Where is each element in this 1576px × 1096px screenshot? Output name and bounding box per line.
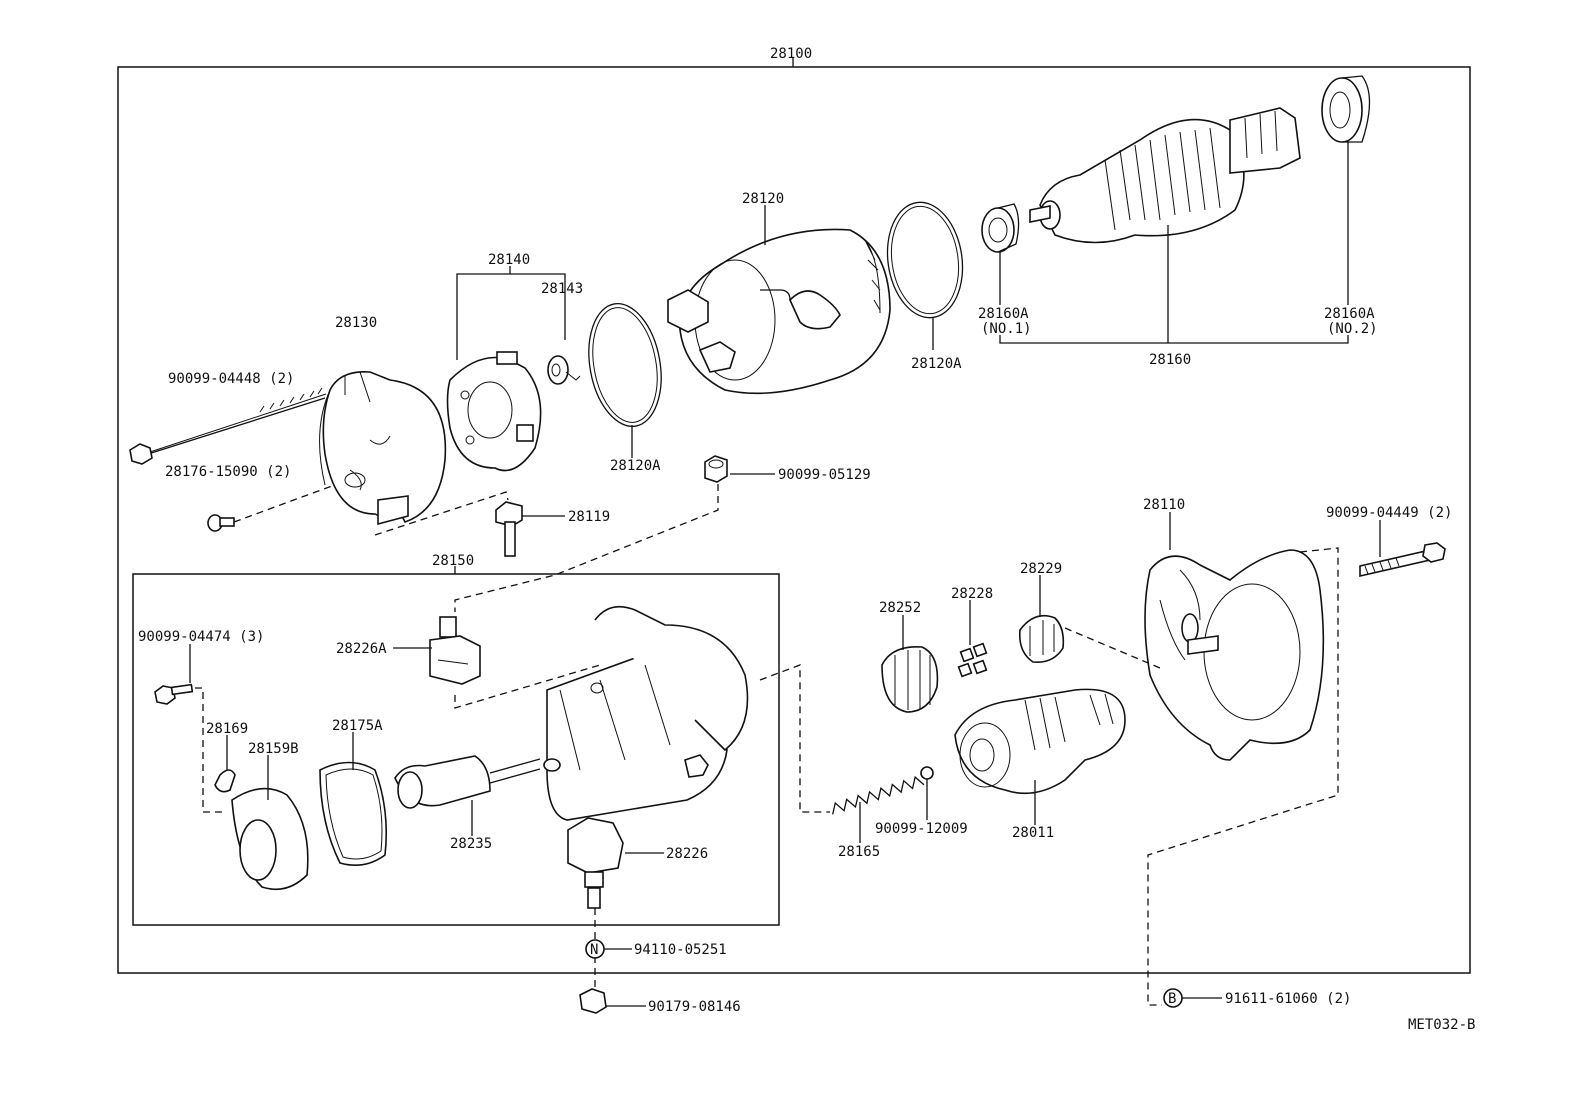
- label-28169: 28169: [206, 721, 248, 737]
- label-28165: 28165: [838, 844, 880, 860]
- label-28160A-no2-sub: (NO.2): [1327, 321, 1378, 337]
- armature-28160-part[interactable]: [1029, 107, 1301, 244]
- dash-bolt-04474: [195, 687, 222, 813]
- label-28160A-no1: 28160A: [978, 306, 1029, 322]
- ball-90099-12009-part[interactable]: [920, 766, 934, 780]
- gasket-28175A-part[interactable]: [319, 761, 387, 866]
- label-90099-04449: 90099-04449 (2): [1326, 505, 1452, 521]
- label-28160: 28160: [1149, 352, 1191, 368]
- label-28228: 28228: [951, 586, 993, 602]
- label-28119: 28119: [568, 509, 610, 525]
- svg-text:N: N: [590, 942, 598, 958]
- solenoid-body-part[interactable]: [543, 605, 749, 821]
- bolt-90099-04449-part[interactable]: [1359, 542, 1446, 578]
- dash-terminal-to-solenoid: [454, 664, 601, 709]
- label-90179-08146: 90179-08146: [648, 999, 741, 1015]
- dash-28229-to-housing: [1064, 627, 1161, 669]
- label-28120A-right: 28120A: [911, 356, 962, 372]
- o-ring-28120A-left-part[interactable]: [580, 298, 670, 432]
- label-28130: 28130: [335, 315, 377, 331]
- label-28011: 28011: [1012, 825, 1054, 841]
- label-28143: 28143: [541, 281, 583, 297]
- bolt-90099-04474-part[interactable]: [154, 683, 194, 705]
- nut-90099-05129-part[interactable]: [704, 455, 728, 483]
- through-bolt-part[interactable]: [129, 387, 327, 465]
- bracket-28160: [999, 335, 1349, 344]
- label-28226: 28226: [666, 846, 708, 862]
- dash-shaft-line: [759, 664, 830, 813]
- label-28110: 28110: [1143, 497, 1185, 513]
- cover-28159B-part[interactable]: [231, 787, 309, 891]
- part-28252[interactable]: [881, 646, 939, 713]
- dash-housing: [1147, 547, 1339, 1006]
- brush-holder-28140-part[interactable]: [446, 351, 542, 472]
- subassembly-frame-28150: [132, 573, 780, 926]
- label-94110-05251: 94110-05251: [634, 942, 727, 958]
- bearing-28160A-no1-part[interactable]: [981, 203, 1020, 253]
- bracket-28140: [456, 273, 566, 360]
- leader-frame-28130-dash: [374, 491, 509, 536]
- spring-28165-part[interactable]: [830, 775, 925, 815]
- part-28228[interactable]: [957, 642, 988, 678]
- svg-text:B: B: [1168, 991, 1176, 1007]
- label-28159B: 28159B: [248, 741, 299, 757]
- label-28160A-no1-sub: (NO.1): [981, 321, 1032, 337]
- assembly-frame-28100: [117, 66, 1471, 974]
- dash-nut-to-terminal: [454, 484, 719, 612]
- label-28120A-left: 28120A: [610, 458, 661, 474]
- label-90099-04474: 90099-04474 (3): [138, 629, 264, 645]
- bearing-28143-part[interactable]: [547, 355, 581, 385]
- o-ring-28120A-right-part[interactable]: [880, 197, 969, 322]
- label-28226A: 28226A: [336, 641, 387, 657]
- label-28140: 28140: [488, 252, 530, 268]
- label-28120: 28120: [742, 191, 784, 207]
- label-28235: 28235: [450, 836, 492, 852]
- label-28252: 28252: [879, 600, 921, 616]
- label-28229: 28229: [1020, 561, 1062, 577]
- bearing-28160A-no2-part[interactable]: [1321, 75, 1371, 143]
- clip-28169-part[interactable]: [214, 769, 236, 793]
- label-91611-61060: 91611-61060 (2): [1225, 991, 1351, 1007]
- bolt-marker-91611[interactable]: B: [1163, 988, 1183, 1008]
- label-28175A: 28175A: [332, 718, 383, 734]
- label-assembly-28100: 28100: [770, 46, 812, 62]
- drive-housing-28110-part[interactable]: [1144, 549, 1325, 761]
- terminal-28226-part[interactable]: [567, 817, 624, 909]
- starter-clutch-28011-part[interactable]: [954, 688, 1126, 795]
- label-28176-15090: 28176-15090 (2): [165, 464, 291, 480]
- label-subassembly-28150: 28150: [432, 553, 474, 569]
- plunger-28235-part[interactable]: [394, 755, 541, 809]
- nut-marker-94110[interactable]: N: [585, 939, 605, 959]
- drawing-code: MET032-B: [1408, 1017, 1475, 1033]
- nut-90179-08146-part[interactable]: [579, 988, 607, 1014]
- label-90099-04448: 90099-04448 (2): [168, 371, 294, 387]
- terminal-28119-part[interactable]: [495, 501, 523, 557]
- label-90099-12009: 90099-12009: [875, 821, 968, 837]
- yoke-28120-part[interactable]: [667, 228, 891, 395]
- label-28160A-no2: 28160A: [1324, 306, 1375, 322]
- label-90099-05129: 90099-05129: [778, 467, 871, 483]
- screw-28176-part[interactable]: [207, 514, 235, 532]
- end-frame-28130-part[interactable]: [319, 371, 447, 526]
- terminal-28226A-part[interactable]: [429, 616, 481, 685]
- part-28229[interactable]: [1018, 614, 1065, 664]
